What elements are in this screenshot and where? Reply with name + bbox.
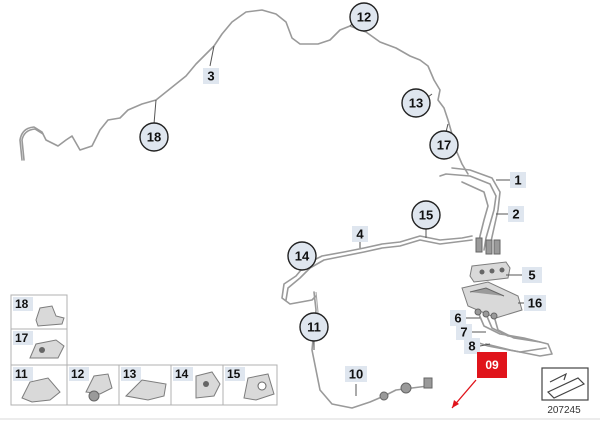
label-3-text: 3 xyxy=(207,69,214,84)
legend-cell-18: 18 xyxy=(10,294,68,330)
legend-cell-14: 14 xyxy=(170,364,224,406)
label-3: 3 xyxy=(203,68,219,84)
fitting xyxy=(485,239,493,255)
label-6-text: 6 xyxy=(454,311,461,326)
callout-15-text: 15 xyxy=(419,208,433,223)
callout-17-text: 17 xyxy=(437,138,451,153)
label-10-text: 10 xyxy=(349,367,363,382)
legend-num-15: 15 xyxy=(227,367,241,381)
label-4: 4 xyxy=(352,226,368,242)
legend-num-12: 12 xyxy=(71,367,85,381)
highlight-marker[interactable]: 09 xyxy=(477,352,507,378)
callout-12: 12 xyxy=(349,2,379,32)
brake-line-3 xyxy=(19,9,469,175)
callout-11-text: 11 xyxy=(307,320,321,335)
callout-13: 13 xyxy=(401,88,431,118)
callout-13-text: 13 xyxy=(409,96,423,111)
legend-cell-12: 12 xyxy=(66,364,120,406)
label-7-text: 7 xyxy=(460,325,467,340)
legend-num-14: 14 xyxy=(175,367,189,381)
brake-line-4 xyxy=(281,235,473,305)
label-7: 7 xyxy=(456,324,472,340)
callout-14: 14 xyxy=(287,241,317,271)
fitting xyxy=(493,239,501,255)
legend-num-11: 11 xyxy=(15,367,28,381)
highlight-arrow xyxy=(451,379,477,409)
label-1: 1 xyxy=(510,172,526,188)
label-2-text: 2 xyxy=(512,207,519,222)
label-8: 8 xyxy=(464,338,480,354)
legend-cell-11: 11 xyxy=(10,364,68,406)
callout-11: 11 xyxy=(299,312,329,342)
callout-15: 15 xyxy=(411,200,441,230)
label-6: 6 xyxy=(450,310,466,326)
legend-cell-17: 17 xyxy=(10,328,68,366)
label-16-text: 16 xyxy=(528,296,542,311)
callout-12-text: 12 xyxy=(357,10,371,25)
legend-num-18: 18 xyxy=(15,297,29,311)
bracket-16 xyxy=(461,281,523,319)
brake-line-1-2 xyxy=(439,167,501,255)
diagram-code: 207245 xyxy=(547,405,581,416)
label-8-text: 8 xyxy=(468,339,475,354)
legend-num-17: 17 xyxy=(15,331,29,345)
label-1-text: 1 xyxy=(514,173,521,188)
legend-num-13: 13 xyxy=(123,367,137,381)
arrow-ruler-icon xyxy=(541,367,589,401)
label-5-text: 5 xyxy=(528,268,535,283)
distribution-block-5 xyxy=(469,261,511,283)
highlight-label: 09 xyxy=(485,358,499,372)
legend-grid: 18 17 11 12 13 xyxy=(10,294,278,406)
callout-18-text: 18 xyxy=(147,130,161,145)
label-10: 10 xyxy=(345,366,367,382)
legend-cell-13: 13 xyxy=(118,364,172,406)
legend-cell-15: 15 xyxy=(222,364,278,406)
brake-line-10 xyxy=(311,291,433,409)
fitting xyxy=(475,237,483,253)
callout-17: 17 xyxy=(429,130,459,160)
label-5: 5 xyxy=(522,267,542,283)
callout-14-text: 14 xyxy=(295,249,310,264)
label-4-text: 4 xyxy=(356,227,364,242)
label-2: 2 xyxy=(508,206,524,222)
label-16: 16 xyxy=(524,295,546,311)
callout-18: 18 xyxy=(139,122,169,152)
